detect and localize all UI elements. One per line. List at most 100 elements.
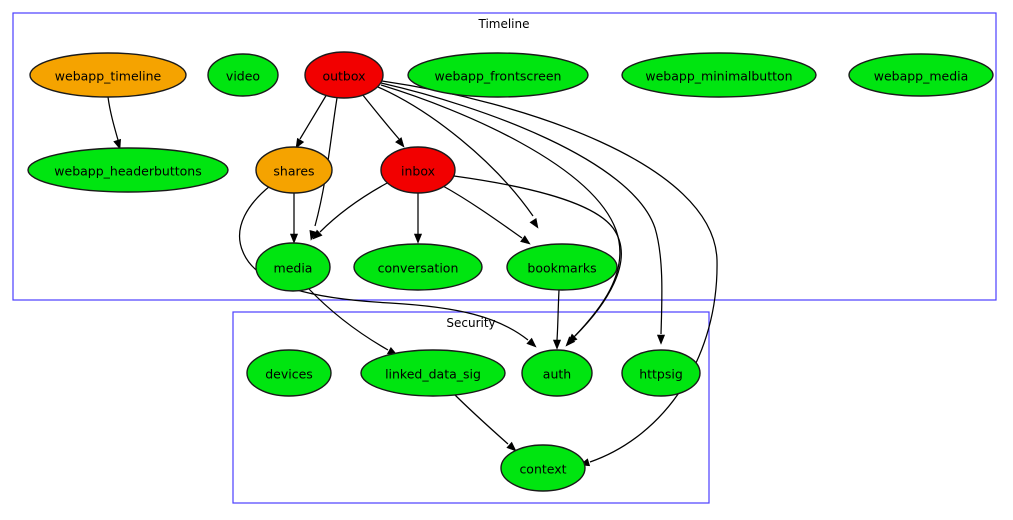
node-label-conversation: conversation bbox=[378, 261, 459, 276]
edge-arrowhead bbox=[567, 333, 578, 344]
edge-linked_data_sig-to-context bbox=[452, 392, 517, 452]
edge-outbox-to-shares bbox=[295, 93, 328, 149]
nodes-layer: webapp_timeline video outbox webapp_frontsc… bbox=[27, 51, 994, 492]
node-label-linked_data_sig: linked_data_sig bbox=[385, 367, 481, 382]
edge-inbox-to-conversation bbox=[413, 193, 423, 244]
edge-arrowhead bbox=[552, 339, 562, 350]
edge-shares-to-auth bbox=[238, 185, 537, 348]
edge-inbox-to-auth bbox=[453, 175, 622, 344]
node-shape-media[interactable] bbox=[255, 242, 331, 292]
edges-layer bbox=[107, 80, 718, 467]
node-shape-webapp_media[interactable] bbox=[848, 53, 994, 97]
node-label-devices: devices bbox=[265, 367, 313, 382]
node-bookmarks[interactable]: bookmarks bbox=[506, 243, 618, 291]
node-label-context: context bbox=[519, 462, 566, 477]
edge-line bbox=[556, 289, 560, 341]
edge-arrowhead bbox=[413, 233, 423, 244]
node-label-video: video bbox=[226, 69, 260, 84]
node-label-auth: auth bbox=[543, 367, 571, 382]
edge-line bbox=[453, 175, 622, 337]
edge-inbox-to-bookmarks bbox=[442, 185, 531, 245]
edge-webapp_timeline-to-webapp_headerbuttons bbox=[107, 96, 121, 150]
node-shape-inbox[interactable] bbox=[380, 146, 456, 194]
node-label-media: media bbox=[274, 261, 313, 276]
edge-line bbox=[442, 185, 523, 239]
cluster-label-security: Security bbox=[446, 316, 495, 330]
node-label-outbox: outbox bbox=[322, 69, 365, 84]
node-webapp_headerbuttons[interactable]: webapp_headerbuttons bbox=[27, 147, 229, 193]
node-label-webapp_timeline: webapp_timeline bbox=[55, 69, 162, 84]
node-shares[interactable]: shares bbox=[255, 146, 333, 194]
node-devices[interactable]: devices bbox=[246, 349, 332, 397]
edge-arrowhead bbox=[295, 137, 305, 149]
node-shape-shares[interactable] bbox=[255, 146, 333, 194]
cluster-security: Security bbox=[232, 311, 710, 504]
edge-arrowhead bbox=[289, 233, 299, 244]
edge-bookmarks-to-auth bbox=[552, 289, 562, 350]
node-shape-devices[interactable] bbox=[246, 349, 332, 397]
node-webapp_frontscreen[interactable]: webapp_frontscreen bbox=[407, 52, 589, 98]
node-conversation[interactable]: conversation bbox=[353, 243, 483, 291]
edge-outbox-to-inbox bbox=[361, 93, 405, 148]
cluster-label-timeline: Timeline bbox=[477, 17, 529, 31]
node-label-webapp_media: webapp_media bbox=[874, 69, 969, 84]
edge-line bbox=[381, 80, 718, 463]
node-label-shares: shares bbox=[273, 164, 314, 179]
node-label-bookmarks: bookmarks bbox=[527, 261, 596, 276]
node-shape-httpsig[interactable] bbox=[621, 349, 701, 397]
node-webapp_minimalbutton[interactable]: webapp_minimalbutton bbox=[621, 52, 817, 98]
edge-arrowhead bbox=[526, 337, 537, 348]
edge-outbox-to-auth bbox=[380, 84, 621, 347]
cluster-border-timeline bbox=[12, 12, 997, 301]
edge-arrowhead bbox=[506, 441, 517, 452]
node-outbox[interactable]: outbox bbox=[304, 51, 384, 99]
node-shape-webapp_frontscreen[interactable] bbox=[407, 52, 589, 98]
edge-outbox-to-bookmarks bbox=[377, 86, 539, 229]
node-auth[interactable]: auth bbox=[521, 349, 593, 397]
node-label-httpsig: httpsig bbox=[639, 367, 683, 382]
node-shape-webapp_minimalbutton[interactable] bbox=[621, 52, 817, 98]
edge-line bbox=[107, 96, 119, 141]
node-media[interactable]: media bbox=[255, 242, 331, 292]
node-webapp_timeline[interactable]: webapp_timeline bbox=[29, 52, 187, 98]
node-shape-context[interactable] bbox=[500, 444, 586, 492]
node-shape-webapp_timeline[interactable] bbox=[29, 52, 187, 98]
node-shape-video[interactable] bbox=[207, 53, 279, 97]
edge-arrowhead bbox=[656, 334, 666, 345]
edge-arrowhead bbox=[113, 138, 121, 150]
node-shape-auth[interactable] bbox=[521, 349, 593, 397]
node-label-webapp_frontscreen: webapp_frontscreen bbox=[435, 69, 562, 84]
node-context[interactable]: context bbox=[500, 444, 586, 492]
edge-arrowhead bbox=[309, 229, 318, 241]
node-linked_data_sig[interactable]: linked_data_sig bbox=[360, 349, 506, 397]
cluster-timeline: Timeline bbox=[12, 12, 997, 301]
node-label-webapp_minimalbutton: webapp_minimalbutton bbox=[645, 69, 792, 84]
node-label-inbox: inbox bbox=[401, 164, 435, 179]
node-shape-bookmarks[interactable] bbox=[506, 243, 618, 291]
edge-arrowhead bbox=[395, 137, 405, 148]
edge-shares-to-media bbox=[289, 192, 299, 244]
edge-arrowhead bbox=[529, 217, 539, 229]
node-label-webapp_headerbuttons: webapp_headerbuttons bbox=[54, 164, 201, 179]
edge-line bbox=[238, 185, 529, 341]
node-webapp_media[interactable]: webapp_media bbox=[848, 53, 994, 97]
node-shape-linked_data_sig[interactable] bbox=[360, 349, 506, 397]
edge-arrowhead bbox=[312, 229, 323, 240]
node-inbox[interactable]: inbox bbox=[380, 146, 456, 194]
edge-media-to-linked_data_sig bbox=[307, 287, 398, 356]
edge-line bbox=[319, 181, 390, 233]
cluster-border-security bbox=[232, 311, 710, 504]
edge-line bbox=[299, 93, 328, 140]
edge-line bbox=[452, 392, 509, 445]
node-video[interactable]: video bbox=[207, 53, 279, 97]
node-httpsig[interactable]: httpsig bbox=[621, 349, 701, 397]
edge-line bbox=[307, 287, 389, 351]
node-shape-webapp_headerbuttons[interactable] bbox=[27, 147, 229, 193]
edge-inbox-to-media bbox=[312, 181, 390, 240]
node-shape-conversation[interactable] bbox=[353, 243, 483, 291]
node-shape-outbox[interactable] bbox=[304, 51, 384, 99]
edge-arrowhead bbox=[520, 235, 531, 245]
